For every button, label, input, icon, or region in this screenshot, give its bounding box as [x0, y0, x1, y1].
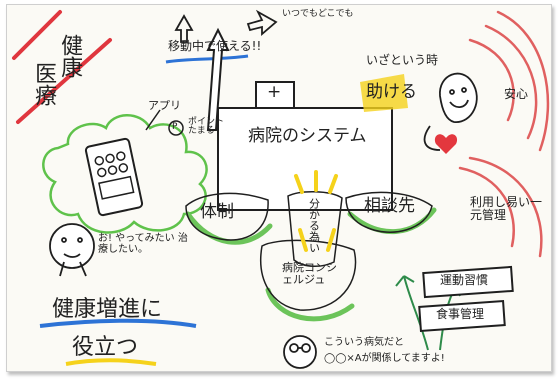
- left-person-speech: お! やってみたい 治療したい。: [98, 233, 188, 255]
- right-arrow-icon: [246, 9, 278, 36]
- concierge-text: 病院コンシェルジュ: [282, 261, 337, 286]
- bottom-line2: ◯◯×Aが関係してますよ!: [324, 353, 445, 364]
- left-green-cloud: [42, 114, 208, 234]
- diet-text: 食事管理: [436, 307, 485, 321]
- phone-icon: [84, 137, 144, 217]
- goal-line1: 健康増進に: [52, 297, 163, 322]
- title-red-strokes: [12, 10, 112, 124]
- up-arrow-icon: [174, 14, 194, 43]
- consult-text: 相談先: [364, 196, 415, 216]
- habit-boxes: [418, 265, 514, 332]
- face-icon: [423, 72, 478, 151]
- yellow-rays: [294, 170, 338, 252]
- title-medical: 医療: [31, 62, 57, 106]
- hospital-system-text: 病院のシステム: [248, 126, 367, 146]
- app-label: アプリ: [148, 99, 181, 112]
- helpful-highlight: [360, 74, 408, 112]
- emergency-text: いざという時: [366, 53, 439, 67]
- heart-icon: [434, 134, 458, 154]
- right-red-arcs: [458, 10, 550, 258]
- hospital-cross: +: [267, 82, 282, 102]
- app-arrow-icon: [145, 109, 161, 131]
- goal-yellow-underline: [65, 358, 157, 366]
- exercise-text: 運動習慣: [440, 273, 489, 287]
- bottom-face-icon: [283, 335, 317, 369]
- point-glyph: P: [172, 122, 178, 132]
- point-circle-icon: [168, 120, 184, 136]
- helpful-text: 助ける: [366, 82, 417, 102]
- left-face-icon: [49, 223, 95, 277]
- structure-text: 体制: [200, 202, 234, 222]
- goal-line2: 役立つ: [72, 335, 139, 360]
- move-underline: [165, 54, 249, 64]
- hospital-building-icon: [206, 27, 393, 211]
- point-label: ポイントたまる: [188, 117, 225, 137]
- connection-text: 分かる為い: [307, 198, 321, 253]
- anxiety-text: 安心: [504, 87, 529, 101]
- bottom-line1: こういう病気だと: [324, 337, 404, 348]
- anytime-anywhere-text: いつでもどこでも: [282, 9, 354, 19]
- usable-on-move-text: 移動中で使える!!: [168, 39, 262, 53]
- title-health: 健康: [57, 34, 83, 78]
- one-stop-text: 利用し易い一元管理: [470, 195, 543, 222]
- goal-blue-underline: [39, 318, 197, 328]
